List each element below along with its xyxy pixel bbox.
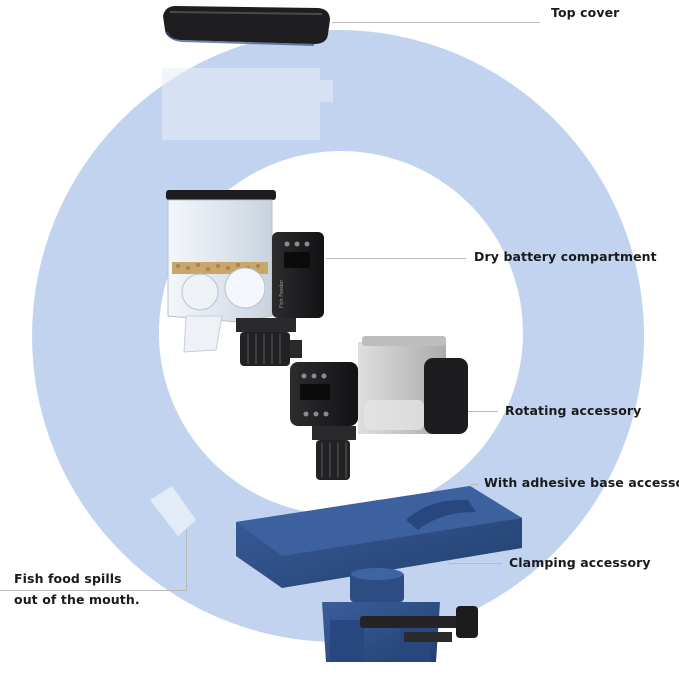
label-adhesive-base: With adhesive base accessory xyxy=(484,475,679,490)
leader-clamping xyxy=(448,563,502,564)
ghost-spout xyxy=(150,486,196,536)
label-clamping: Clamping accessory xyxy=(509,555,651,570)
leader-dry-battery xyxy=(326,258,466,259)
leader-fish-food-h xyxy=(0,590,187,591)
feeder-rotated xyxy=(290,336,468,480)
background-ring xyxy=(32,30,645,642)
device-print: Fish Feeder xyxy=(279,279,285,308)
feeder-upright: Fish Feeder xyxy=(166,190,324,366)
adhesive-base-part xyxy=(236,486,522,588)
label-fish-food: Fish food spills out of the mouth. xyxy=(14,568,144,610)
label-top-cover: Top cover xyxy=(551,5,620,20)
ghost-hopper xyxy=(162,68,333,140)
leader-fish-food-v xyxy=(186,530,187,590)
label-fish-food-line2: out of the mouth. xyxy=(14,592,140,607)
clamping-part xyxy=(322,568,478,662)
leader-top-cover xyxy=(332,22,540,23)
label-rotating: Rotating accessory xyxy=(505,403,642,418)
leader-adhesive xyxy=(470,484,478,485)
label-fish-food-line1: Fish food spills xyxy=(14,571,122,586)
label-dry-battery: Dry battery compartment xyxy=(474,249,657,264)
top-cover-part xyxy=(163,6,330,46)
leader-rotating xyxy=(468,411,498,412)
